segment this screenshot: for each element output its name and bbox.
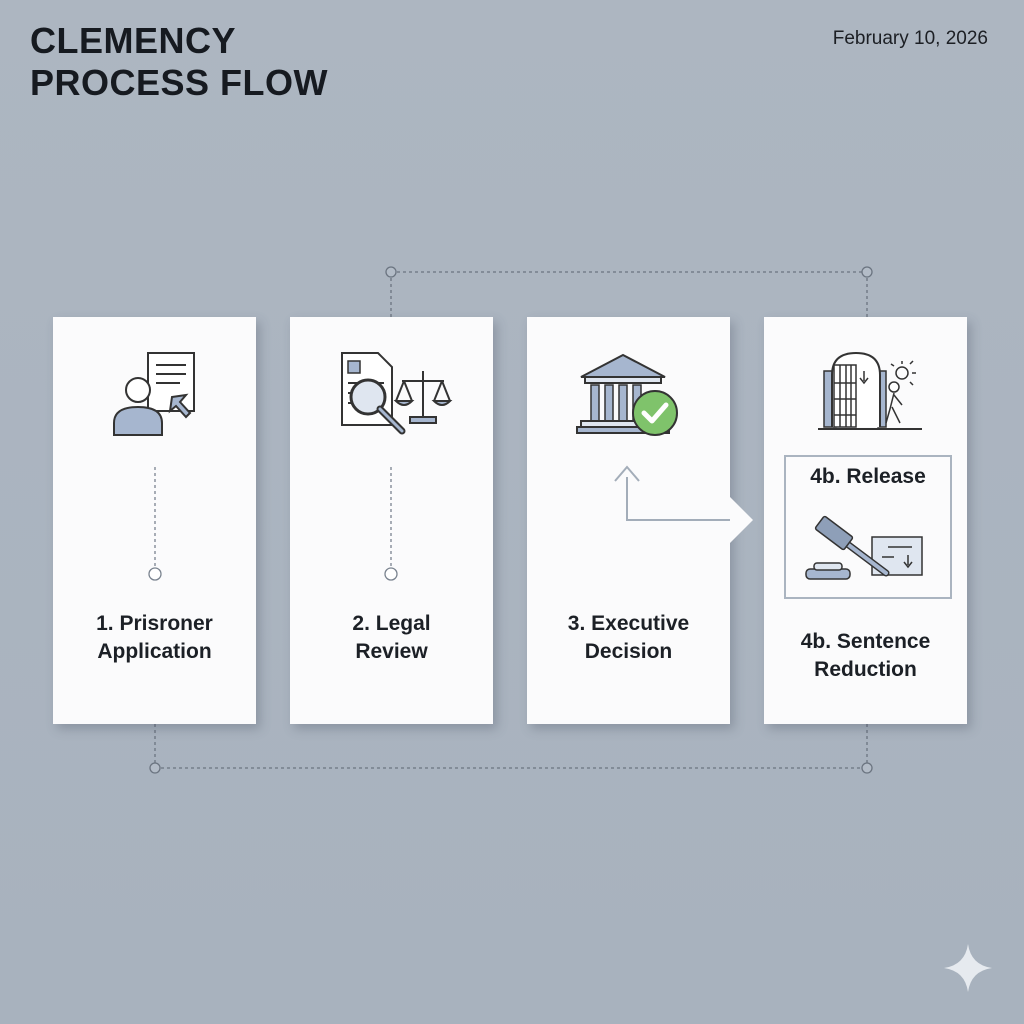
sparkle-icon <box>944 944 992 992</box>
magnifier-scales-icon <box>341 352 453 435</box>
title-line-2: PROCESS FLOW <box>30 62 329 103</box>
government-building-check-icon <box>576 353 678 436</box>
gavel-document-icon <box>805 515 923 580</box>
prison-gate-release-icon <box>818 351 922 430</box>
date-label: February 10, 2026 <box>832 28 988 49</box>
title-line-1: CLEMENCY <box>30 20 237 61</box>
release-label: 4b. Release <box>810 465 926 488</box>
release-sub-box[interactable]: 4b. Release <box>784 455 952 599</box>
person-document-icon <box>113 352 195 436</box>
